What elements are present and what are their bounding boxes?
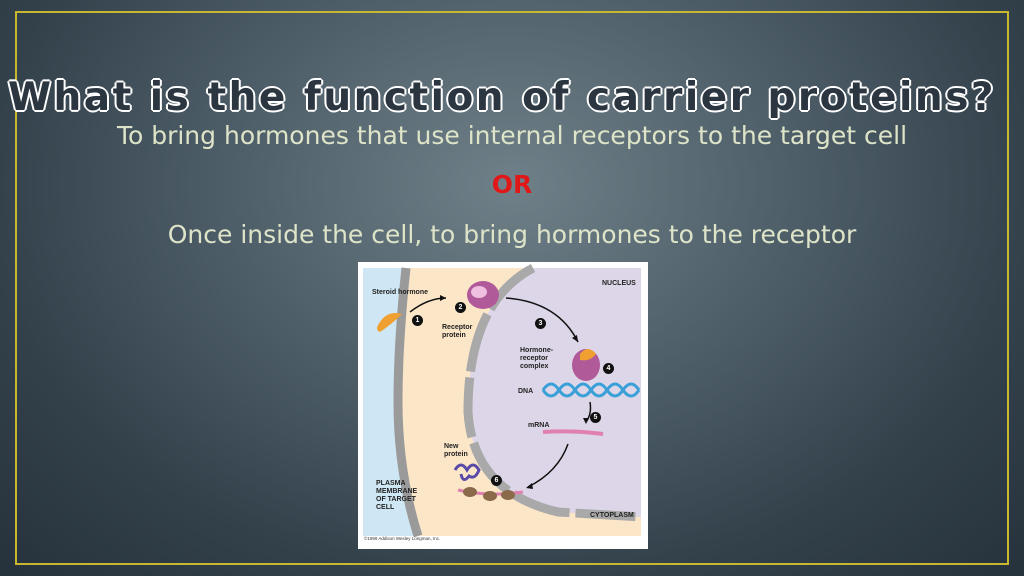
label-new-protein: New protein (444, 443, 468, 458)
step-6-badge: 6 (491, 475, 502, 486)
label-plasma-membrane: PLASMA MEMBRANE OF TARGET CELL (376, 480, 418, 511)
diagram-artwork (363, 264, 642, 538)
subtitle-line-1: To bring hormones that use internal rece… (116, 121, 908, 150)
label-receptor-protein: Receptor protein (442, 324, 473, 339)
figure-credit: ©1999 Addison Wesley Longman, Inc. (364, 536, 441, 541)
label-cytoplasm: CYTOPLASM (590, 512, 634, 519)
slide-border: What is the function of carrier proteins… (8, 11, 1009, 565)
step-2-badge: 2 (455, 302, 466, 313)
step-1-badge: 1 (412, 315, 423, 326)
or-label: OR (491, 170, 533, 199)
label-hormone-receptor-complex: Hormone-receptor complex (520, 347, 554, 370)
step-3-badge: 3 (535, 318, 546, 329)
slide-title: What is the function of carrier proteins… (7, 75, 997, 120)
label-dna: DNA (518, 388, 534, 395)
subtitle-line-2: Once inside the cell, to bring hormones … (167, 220, 857, 249)
label-nucleus: NUCLEUS (602, 280, 636, 287)
label-mrna: mRNA (528, 422, 550, 429)
label-steroid-hormone: Steroid hormone (372, 289, 429, 296)
steroid-hormone-diagram: Steroid hormone Receptor protein NUCLEUS… (358, 262, 648, 549)
step-4-badge: 4 (603, 363, 614, 374)
step-5-badge: 5 (590, 412, 601, 423)
